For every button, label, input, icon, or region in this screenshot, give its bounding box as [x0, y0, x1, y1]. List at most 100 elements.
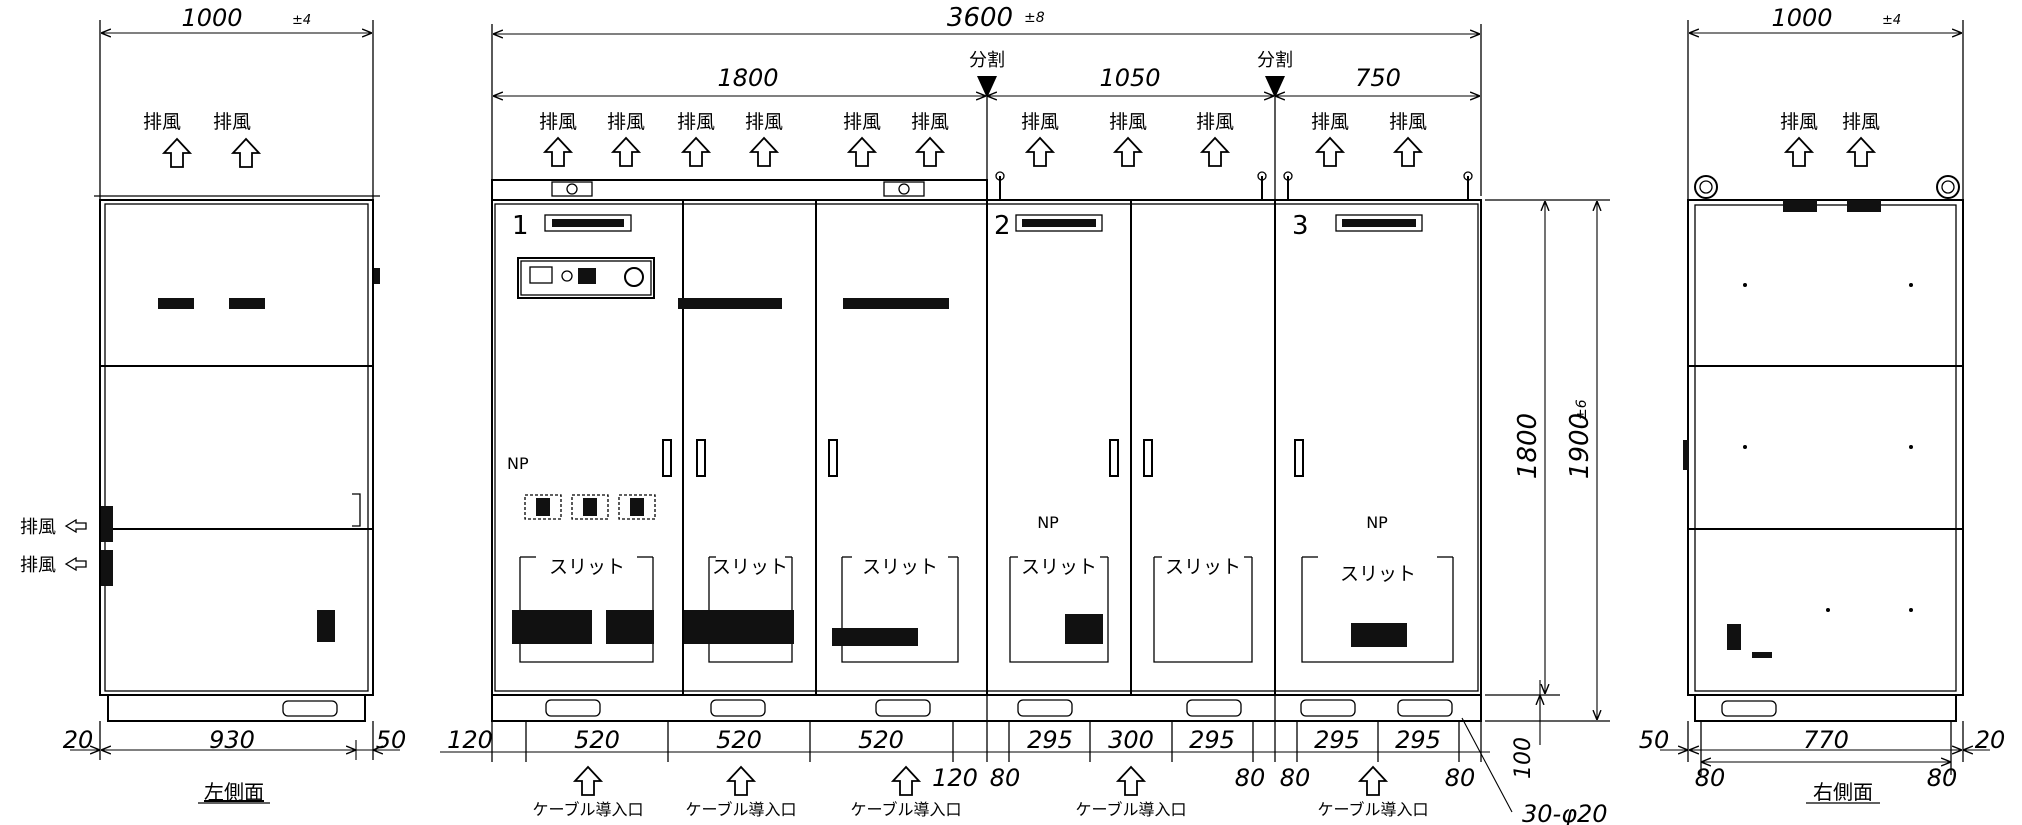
slit-label: スリット	[1165, 556, 1241, 578]
bottom-dimension-line	[440, 721, 1490, 762]
front-exhaust-label: 排風	[677, 111, 715, 133]
slit-label: スリット	[862, 556, 938, 578]
front-exhaust-label: 排風	[1389, 111, 1427, 133]
lifting-eyes	[995, 171, 1473, 200]
exhaust-arrow-icon	[1114, 137, 1142, 167]
breakers	[524, 494, 656, 520]
front-exhaust-label: 排風	[911, 111, 949, 133]
front-section-750: 750	[1355, 64, 1401, 92]
slits	[519, 556, 1454, 663]
split-marker-icon	[1265, 76, 1285, 98]
base-height-100: 100	[1511, 737, 1536, 779]
exhaust-arrow-icon	[1785, 137, 1813, 167]
exhaust-arrow-icon	[1847, 137, 1875, 167]
front-exhaust-label: 排風	[607, 111, 645, 133]
dim-120: 120	[447, 726, 493, 754]
exhaust-arrow-icon	[232, 138, 260, 168]
np-mark: NP	[1037, 513, 1059, 532]
front-section-1800: 1800	[717, 64, 778, 92]
cable-entry-label: ケーブル導入口	[1075, 800, 1186, 819]
exhaust-arrow-icon	[1394, 137, 1422, 167]
dim-520: 520	[716, 726, 762, 754]
left-dim-930: 930	[209, 726, 255, 754]
meter-row	[678, 298, 949, 309]
split-label-1: 分割	[969, 50, 1005, 71]
split-label-2: 分割	[1257, 50, 1293, 71]
left-exhaust-label-1: 排風	[143, 111, 181, 133]
exhaust-arrow-icon	[848, 137, 876, 167]
height-1900: 1900	[1565, 413, 1595, 479]
front-width-tol: ±8	[1024, 10, 1045, 26]
panel-number-3: 3	[1292, 211, 1309, 241]
front-exhaust-label: 排風	[745, 111, 783, 133]
front-exhaust-label: 排風	[1311, 111, 1349, 133]
cable-entry-arrow-icon	[1117, 766, 1145, 796]
front-exhaust-label: 排風	[1021, 111, 1059, 133]
terminal-blocks	[512, 610, 1407, 647]
split-marker-icon	[977, 76, 997, 98]
left-side-exhaust-1: 排風	[20, 517, 56, 538]
holes-note: 30-φ20	[1522, 800, 1608, 825]
np-mark: NP	[1366, 513, 1388, 532]
left-width-dim: 1000	[181, 4, 242, 32]
dim-80: 80	[1445, 764, 1476, 792]
dim-300: 300	[1108, 726, 1154, 754]
right-exhaust-label-2: 排風	[1842, 111, 1880, 133]
right-width-dim: 1000	[1771, 4, 1832, 32]
exhaust-arrow-icon	[916, 137, 944, 167]
front-section-1050: 1050	[1099, 64, 1160, 92]
dim-80: 80	[1235, 764, 1266, 792]
height-1800: 1800	[1513, 413, 1543, 479]
np-mark: NP	[507, 454, 529, 473]
dim-120: 120	[932, 764, 978, 792]
front-exhaust-label: 排風	[843, 111, 881, 133]
door-handles	[662, 439, 1304, 477]
height-tol: ±6	[1574, 399, 1590, 420]
exhaust-arrow-icon	[163, 138, 191, 168]
cable-entry-arrow-icon	[727, 766, 755, 796]
right-side-view: 1000 ±4 排風 排風 50 77	[1639, 4, 2006, 804]
dim-295: 295	[1395, 726, 1441, 754]
dim-520: 520	[574, 726, 620, 754]
front-exhaust-group: 排風 排風 排風 排風 排風 排風 排風 排風 排風 排風 排風	[539, 111, 1427, 167]
cable-entry-label: ケーブル導入口	[1317, 800, 1428, 819]
dim-295: 295	[1314, 726, 1360, 754]
panel-number-2: 2	[994, 211, 1011, 241]
cable-entry-label: ケーブル導入口	[685, 800, 796, 819]
left-view-caption: 左側面	[204, 780, 264, 804]
front-exhaust-label: 排風	[1196, 111, 1234, 133]
left-dim-50: 50	[376, 726, 407, 754]
slit-label: スリット	[1021, 556, 1097, 578]
slit-label: スリット	[1340, 563, 1416, 585]
right-view-caption: 右側面	[1813, 780, 1873, 804]
right-dim-50: 50	[1639, 726, 1670, 754]
cable-entry-label: ケーブル導入口	[532, 800, 643, 819]
front-view: 3600 ±8 1800 1050 750 分割 分割 排風 排風 排風 排風 …	[440, 3, 1610, 825]
exhaust-arrow-icon	[544, 137, 572, 167]
cable-entry-arrow-icon	[574, 766, 602, 796]
cable-entry-label: ケーブル導入口	[850, 800, 961, 819]
slit-label: スリット	[712, 556, 788, 578]
right-width-tol: ±4	[1882, 13, 1901, 28]
left-side-view: 1000 ±4 排風 排風 排風 排風 2	[20, 4, 406, 804]
left-side-exhaust-2: 排風	[20, 555, 56, 576]
dim-295: 295	[1189, 726, 1235, 754]
dim-520: 520	[858, 726, 904, 754]
dim-295: 295	[1027, 726, 1073, 754]
exhaust-arrow-icon	[1201, 137, 1229, 167]
right-dim-770: 770	[1803, 726, 1849, 754]
exhaust-arrow-icon	[750, 137, 778, 167]
cable-entry-arrow-icon	[1359, 766, 1387, 796]
exhaust-arrow-icon	[1316, 137, 1344, 167]
slit-label: スリット	[549, 556, 625, 578]
exhaust-arrow-icon	[682, 137, 710, 167]
right-dim-80a: 80	[1695, 764, 1726, 792]
dim-80: 80	[990, 764, 1021, 792]
left-dim-20: 20	[63, 726, 94, 754]
front-exhaust-label: 排風	[1109, 111, 1147, 133]
exhaust-arrow-icon	[612, 137, 640, 167]
right-dim-80b: 80	[1927, 764, 1958, 792]
bolt-dots	[1743, 283, 1913, 612]
exhaust-arrow-icon	[1026, 137, 1054, 167]
